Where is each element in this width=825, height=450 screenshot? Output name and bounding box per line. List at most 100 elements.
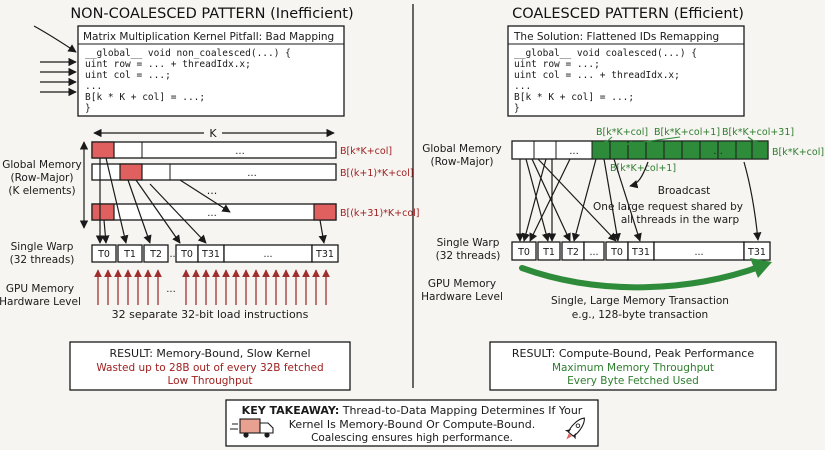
svg-text:(Row-Major): (Row-Major)	[431, 156, 494, 168]
takeaway-line3: Coalescing ensures high performance.	[311, 432, 513, 444]
left-code-title: Matrix Multiplication Kernel Pitfall: Ba…	[83, 31, 334, 43]
svg-text:Hardware Level: Hardware Level	[0, 296, 81, 308]
left-memory-rows: ... ... ... ...	[91, 141, 337, 221]
thread-box	[511, 241, 537, 261]
left-mem-label: Global Memory (Row-Major) (K elements)	[2, 159, 82, 197]
memory-row	[91, 163, 337, 181]
accessed-cell	[313, 203, 337, 221]
code-line: B[k * K + col] = ...;	[85, 92, 205, 103]
left-thread-row: T0 T1 T2 ... T0 T31 ... T31	[91, 244, 339, 263]
coalesced-cells: ...	[591, 140, 769, 160]
right-result-title: RESULT: Compute-Bound, Peak Performance	[512, 347, 754, 360]
right-result-line: Every Byte Fetched Used	[567, 375, 699, 387]
left-code-box	[77, 25, 345, 117]
label-pointers	[602, 136, 760, 147]
left-hw-label: GPU Memory Hardware Level	[0, 283, 81, 308]
left-row-labels: B[k*K+col] B[(k+1)*K+col] B[(k+31)*K+col…	[340, 146, 420, 219]
svg-text:T0: T0	[180, 249, 193, 260]
code-line: __global__ void non_coalesced(...) {	[85, 48, 291, 59]
thread-box	[143, 244, 169, 263]
svg-text:...: ...	[263, 249, 272, 260]
right-result-line: Maximum Memory Throughput	[552, 362, 714, 374]
code-line: B[k * K + col] = ...;	[514, 92, 634, 103]
svg-text:T0: T0	[517, 247, 530, 258]
svg-text:...: ...	[235, 146, 245, 157]
svg-text:B[k*K+col+31]: B[k*K+col+31]	[722, 127, 794, 138]
coalesced-cell	[663, 140, 683, 160]
svg-text:T2: T2	[566, 247, 579, 258]
memory-row	[91, 141, 337, 159]
coalesced-cell	[751, 140, 769, 160]
load-note: 32 separate 32-bit load instructions	[112, 308, 309, 321]
left-result-line: Low Throughput	[167, 375, 252, 387]
svg-text:T31: T31	[315, 249, 334, 260]
svg-text:(K elements): (K elements)	[8, 185, 75, 197]
code-line: }	[85, 103, 91, 114]
thread-box	[311, 244, 339, 263]
right-result-box	[489, 341, 777, 391]
right-title: COALESCED PATTERN (Efficient)	[512, 6, 744, 22]
svg-text:GPU Memory: GPU Memory	[6, 283, 74, 295]
svg-text:...: ...	[589, 247, 598, 258]
right-warp-label: Single Warp (32 threads)	[436, 237, 501, 262]
left-panel: NON-COALESCED PATTERN (Inefficient) Matr…	[0, 6, 420, 391]
left-access-arrows	[95, 157, 327, 244]
thread-box	[537, 241, 561, 261]
right-memory-strip: ... ...	[511, 140, 769, 160]
svg-text:Single Warp: Single Warp	[11, 241, 74, 253]
svg-text:B[k*K+col]: B[k*K+col]	[596, 127, 648, 138]
svg-text:Global Memory: Global Memory	[422, 143, 502, 155]
svg-text:T31: T31	[631, 247, 650, 258]
svg-text:...: ...	[694, 247, 703, 258]
right-mem-label: Global Memory (Row-Major)	[422, 143, 502, 168]
svg-text:...: ...	[207, 184, 218, 197]
takeaway-line1: Thread-to-Data Mapping Determines If You…	[339, 404, 583, 417]
takeaway-line: KEY TAKEAWAY: Thread-to-Data Mapping Det…	[242, 404, 583, 417]
svg-text:(32 threads): (32 threads)	[436, 250, 501, 262]
load-instruction-arrows: ...	[94, 269, 330, 305]
transaction-note-line: e.g., 128-byte transaction	[572, 309, 708, 321]
code-line: ...	[514, 81, 531, 92]
right-side-label: B[k*K+col]	[772, 147, 824, 158]
right-inner-label: B[k*K+col+1]	[610, 163, 676, 174]
svg-text:T2: T2	[149, 249, 162, 260]
takeaway-line2: Kernel Is Memory-Bound Or Compute-Bound.	[289, 418, 535, 431]
transaction-note-line: Single, Large Memory Transaction	[551, 295, 729, 307]
svg-text:Single Warp: Single Warp	[437, 237, 500, 249]
svg-text:T31: T31	[201, 249, 220, 260]
svg-text:T1: T1	[123, 249, 136, 260]
svg-text:Global Memory: Global Memory	[2, 159, 82, 171]
transaction-arrowhead	[750, 258, 772, 278]
svg-text:B[k*K+col]: B[k*K+col]	[340, 146, 392, 157]
right-code-title: The Solution: Flattened IDs Remapping	[513, 31, 719, 43]
thread-box	[583, 241, 605, 261]
broadcast-arrows	[515, 158, 762, 242]
svg-text:...: ...	[569, 146, 579, 157]
svg-text:T31: T31	[747, 247, 766, 258]
svg-text:GPU Memory: GPU Memory	[428, 278, 496, 290]
coalesced-cell	[645, 140, 665, 160]
code-line: __global__ void coalesced(...) {	[514, 48, 697, 59]
coalesced-cell	[591, 140, 611, 160]
accessed-cell	[91, 203, 115, 221]
thread-box	[117, 244, 143, 263]
left-warp-label: Single Warp (32 threads)	[10, 241, 75, 266]
request-note-line: One large request shared by	[593, 201, 743, 213]
code-line: ...	[85, 81, 102, 92]
svg-text:T1: T1	[542, 247, 555, 258]
rocket-icon	[564, 417, 585, 440]
thread-box	[91, 244, 117, 263]
svg-text:...: ...	[247, 168, 257, 179]
k-label: K	[209, 127, 217, 140]
svg-text:T0: T0	[610, 247, 623, 258]
svg-text:B[(k+31)*K+col]: B[(k+31)*K+col]	[340, 208, 420, 219]
right-thread-row: T0 T1 T2 ... T0 T31 ... T31	[511, 241, 771, 261]
takeaway-box	[225, 399, 599, 447]
svg-text:T0: T0	[97, 249, 110, 260]
svg-text:Hardware Level: Hardware Level	[421, 291, 503, 303]
svg-text:(Row-Major): (Row-Major)	[11, 172, 74, 184]
code-line: uint col = ...;	[85, 70, 171, 81]
code-line: uint col = ... + threadIdx.x;	[514, 70, 680, 81]
left-result-line: Wasted up to 28B out of every 32B fetche…	[96, 362, 323, 374]
